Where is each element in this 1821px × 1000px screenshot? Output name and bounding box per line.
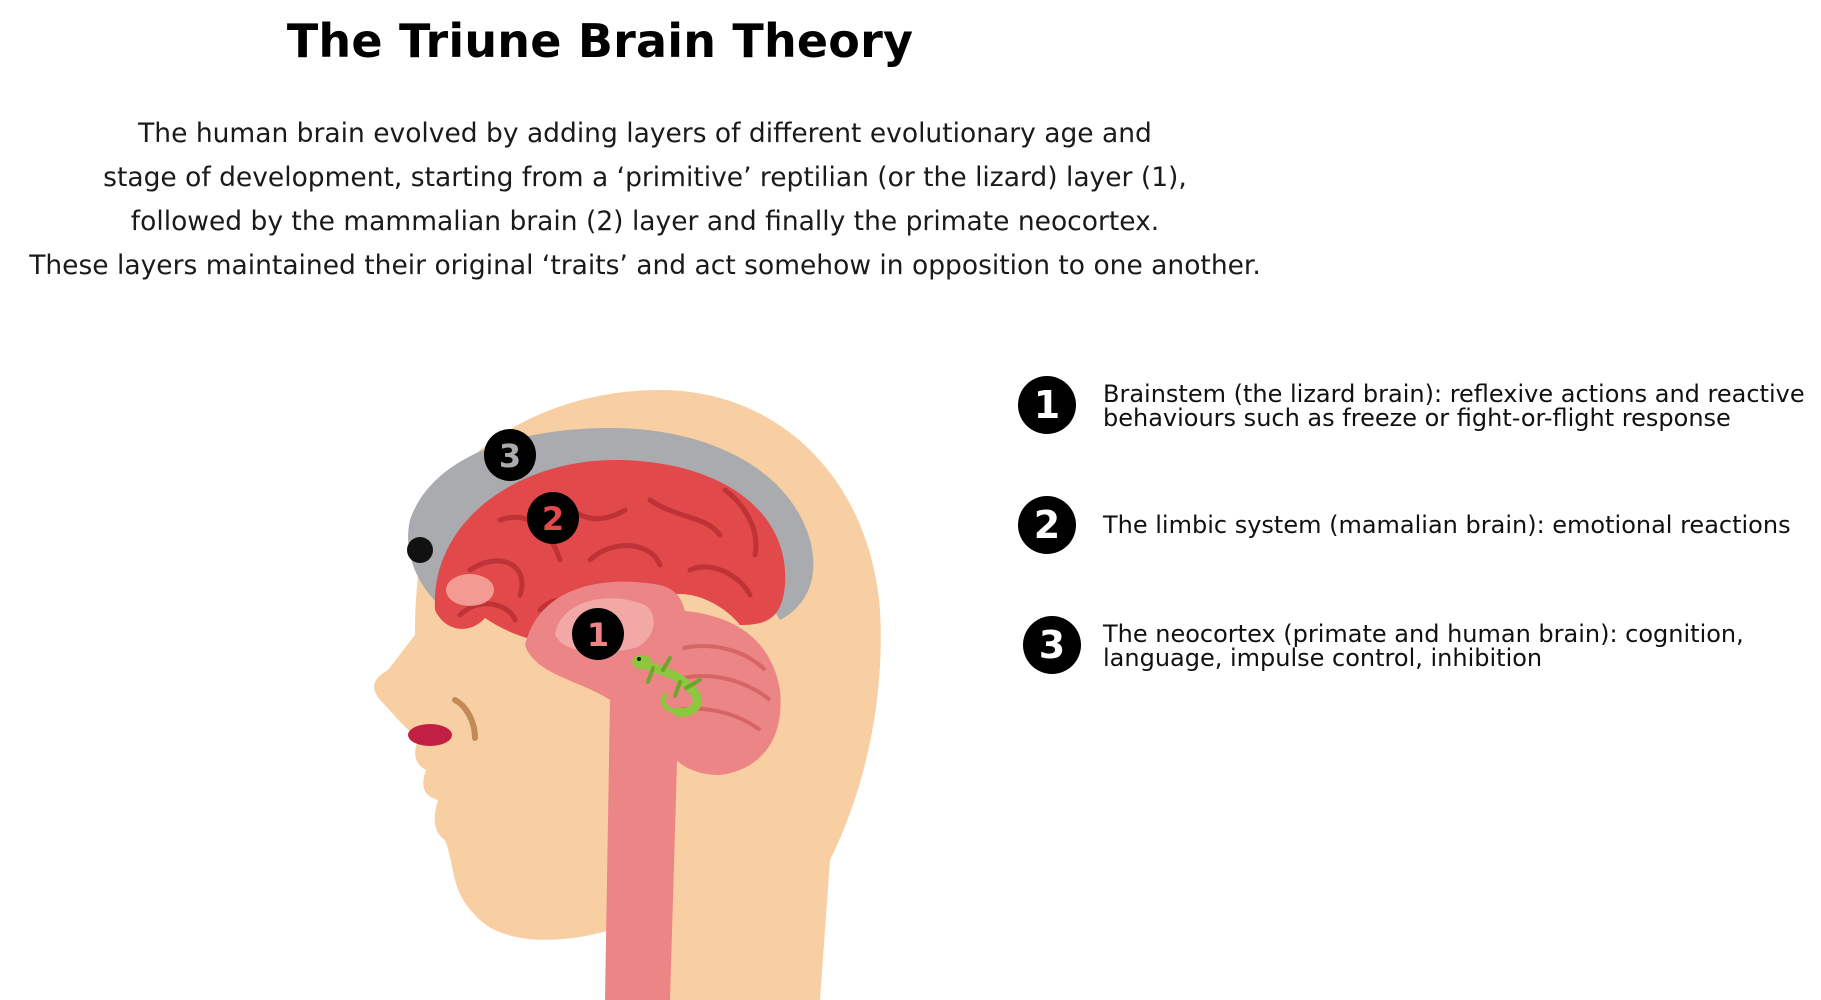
brainstem-region — [525, 581, 686, 1000]
cheek-blush — [446, 574, 494, 606]
cerebellum-region — [660, 610, 781, 775]
legend-text-line: behaviours such as freeze or fight-or-fl… — [1103, 404, 1731, 432]
svg-text:2: 2 — [542, 500, 564, 538]
svg-text:3: 3 — [499, 437, 521, 475]
legend-number-badge: 3 — [1023, 616, 1081, 674]
jaw-line — [452, 697, 478, 741]
intro-line: These layers maintained their original ‘… — [29, 250, 1261, 281]
legend-item-brainstem: 1 Brainstem (the lizard brain): reflexiv… — [1018, 376, 1818, 436]
legend-item-limbic: 2 The limbic system (mamalian brain): em… — [1018, 496, 1818, 556]
lizard-icon — [632, 655, 702, 717]
intro-paragraph: The human brain evolved by adding layers… — [0, 112, 1290, 288]
legend-text-line: The neocortex (primate and human brain):… — [1103, 620, 1744, 648]
limbic-region — [434, 459, 786, 645]
svg-text:1: 1 — [587, 616, 609, 654]
intro-line: The human brain evolved by adding layers… — [138, 118, 1152, 149]
legend-text-line: Brainstem (the lizard brain): reflexive … — [1103, 380, 1805, 408]
marker-1: 1 — [572, 608, 624, 660]
marker-2: 2 — [527, 492, 579, 544]
legend-text-line: language, impulse control, inhibition — [1103, 644, 1543, 672]
marker-3: 3 — [484, 429, 536, 481]
page-title: The Triune Brain Theory — [286, 14, 914, 68]
mouth — [408, 724, 452, 746]
legend-text-line: The limbic system (mamalian brain): emot… — [1103, 511, 1791, 539]
brain-diagram: 3 2 1 — [360, 370, 920, 1000]
legend-number-badge: 1 — [1018, 376, 1076, 434]
intro-line: stage of development, starting from a ‘p… — [103, 162, 1187, 193]
head-illustration: 3 2 1 — [374, 390, 881, 1000]
legend-number-badge: 2 — [1018, 496, 1076, 554]
intro-line: followed by the mammalian brain (2) laye… — [130, 206, 1160, 237]
eye — [407, 537, 433, 563]
legend-item-neocortex: 3 The neocortex (primate and human brain… — [1018, 616, 1818, 676]
